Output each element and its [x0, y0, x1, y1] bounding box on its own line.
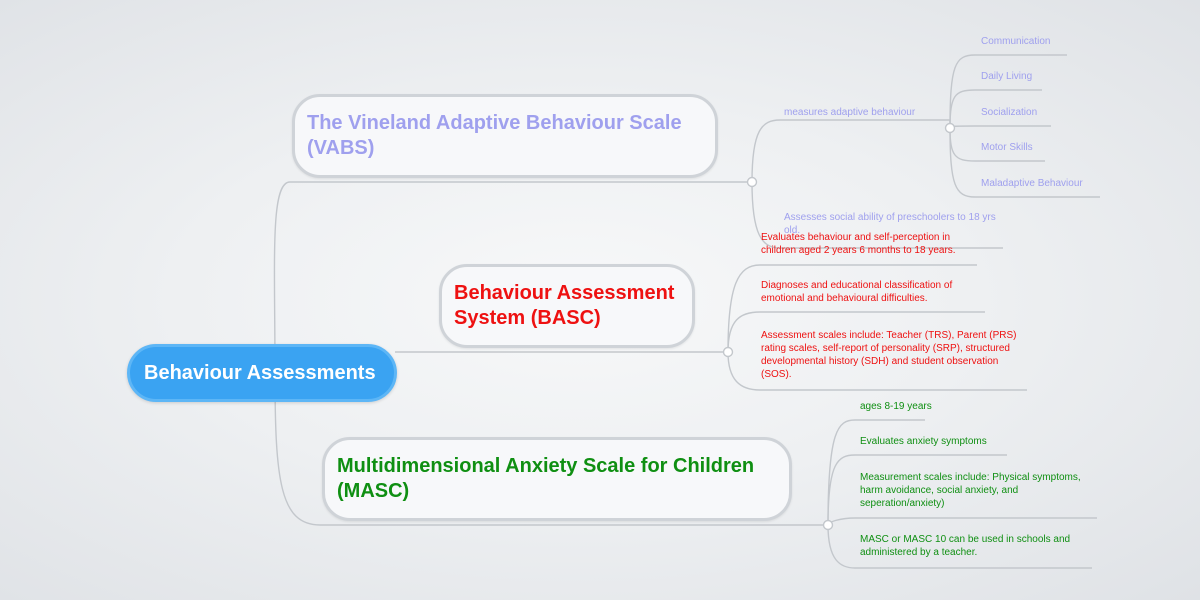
- connector-basc-item-1: [727, 264, 977, 353]
- connector-masc-item-3: [827, 517, 1097, 526]
- vabs-measures-node[interactable]: measures adaptive behaviour: [784, 107, 916, 118]
- root-node[interactable]: Behaviour Assessments: [127, 344, 397, 402]
- connector-masc-item-2: [827, 454, 1007, 526]
- vabs-domain-daily-living[interactable]: Daily Living: [981, 71, 1033, 82]
- connector-measures-dailyliving: [949, 89, 1042, 129]
- masc-expand-handle: [822, 519, 834, 531]
- basc-expand-handle: [722, 346, 734, 358]
- masc-item-2[interactable]: Evaluates anxiety symptoms: [860, 436, 987, 447]
- connector-measures-socialization: [949, 125, 1051, 129]
- connector-masc-item-4: [827, 524, 1092, 569]
- basc-title: Behaviour Assessment System (BASC): [454, 282, 675, 329]
- basc-item-2[interactable]: Diagnoses and educational classification…: [761, 280, 953, 304]
- masc-node[interactable]: Multidimensional Anxiety Scale for Child…: [322, 437, 792, 521]
- connector-masc-item-1: [827, 419, 925, 526]
- vabs-domain-socialization[interactable]: Socialization: [981, 107, 1038, 118]
- vabs-domain-motor-skills[interactable]: Motor Skills: [981, 142, 1033, 153]
- vabs-domain-maladaptive[interactable]: Maladaptive Behaviour: [981, 178, 1083, 189]
- connector-basc-item-3: [727, 351, 1027, 391]
- vabs-node[interactable]: The Vineland Adaptive Behaviour Scale (V…: [292, 94, 718, 178]
- connector-root-vabs: [273, 181, 752, 374]
- vabs-social-node[interactable]: Assesses social ability of preschoolers …: [784, 212, 996, 236]
- masc-item-1[interactable]: ages 8-19 years: [860, 401, 932, 412]
- measures-expand-handle: [944, 122, 956, 134]
- connector-measures-communication: [949, 54, 1067, 129]
- connector-vabs-social: [751, 181, 1003, 249]
- basc-item-3[interactable]: Assessment scales include: Teacher (TRS)…: [761, 330, 1017, 380]
- vabs-expand-handle: [746, 176, 758, 188]
- connector-measures-maladaptive: [949, 127, 1100, 198]
- basc-item-1[interactable]: Evaluates behaviour and self-perception …: [761, 232, 956, 256]
- connector-vabs-measures: [751, 119, 951, 183]
- root-label: Behaviour Assessments: [144, 361, 376, 384]
- vabs-title: The Vineland Adaptive Behaviour Scale (V…: [307, 112, 682, 159]
- connector-root-masc: [274, 372, 828, 526]
- masc-item-4[interactable]: MASC or MASC 10 can be used in schools a…: [860, 534, 1071, 558]
- connector-basc-item-2: [727, 311, 985, 353]
- masc-title: Multidimensional Anxiety Scale for Child…: [337, 455, 755, 502]
- vabs-domain-communication[interactable]: Communication: [981, 36, 1051, 47]
- basc-node[interactable]: Behaviour Assessment System (BASC): [439, 264, 695, 348]
- masc-item-3[interactable]: Measurement scales include: Physical sym…: [860, 472, 1081, 509]
